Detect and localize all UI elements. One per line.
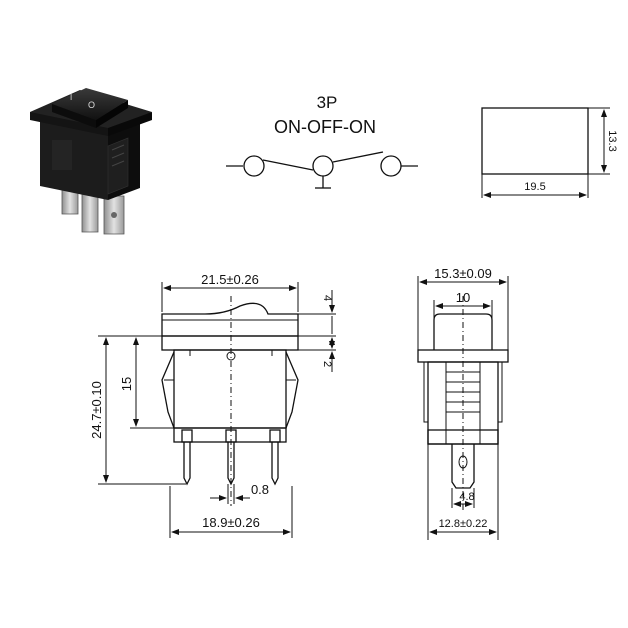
front-latch-left <box>161 351 175 429</box>
rocker-mark-off: O <box>88 100 95 110</box>
side-view: 15.3±0.09 10 4.8 12 <box>417 266 509 540</box>
cutout-height-label: 13.3 <box>606 130 618 151</box>
front-body-height-label: 15 <box>119 377 134 391</box>
switch-schematic: 3P ON-OFF-ON <box>226 93 418 189</box>
front-bottom-width-label: 18.9±0.26 <box>202 515 260 530</box>
rocker-mark-on: I <box>70 93 72 102</box>
front-latch-right <box>285 351 299 429</box>
front-rocker <box>161 302 299 337</box>
front-body <box>173 349 287 429</box>
terminal-right <box>380 155 402 177</box>
front-flange <box>161 335 299 351</box>
poles-label: 3P <box>317 93 338 112</box>
front-pin-width-label: 0.8 <box>251 482 269 497</box>
front-top-width-label: 21.5±0.26 <box>201 272 259 287</box>
contact-arm-right <box>332 151 384 163</box>
panel-cutout: 13.3 19.5 <box>481 107 618 198</box>
side-bottom-width-label: 12.8±0.22 <box>439 518 488 530</box>
switch-photo: I O <box>30 88 152 235</box>
mode-label: ON-OFF-ON <box>274 117 376 137</box>
front-rocker-height-label: 4 <box>321 295 333 301</box>
cutout-rect <box>481 107 589 175</box>
terminal-left <box>243 155 265 177</box>
front-flange-thickness-label: 2 <box>321 361 333 367</box>
side-pin-width-label: 4.8 <box>459 491 474 503</box>
front-overall-height-label: 24.7±0.10 <box>89 381 104 439</box>
front-pin-right <box>271 442 279 486</box>
side-top-width-label: 15.3±0.09 <box>434 266 492 281</box>
front-pin-left <box>183 442 191 486</box>
terminal-common <box>312 155 334 177</box>
front-view: 21.5±0.26 4 2 <box>89 272 336 538</box>
cutout-width-label: 19.5 <box>524 181 545 193</box>
contact-arm-left <box>262 159 314 171</box>
